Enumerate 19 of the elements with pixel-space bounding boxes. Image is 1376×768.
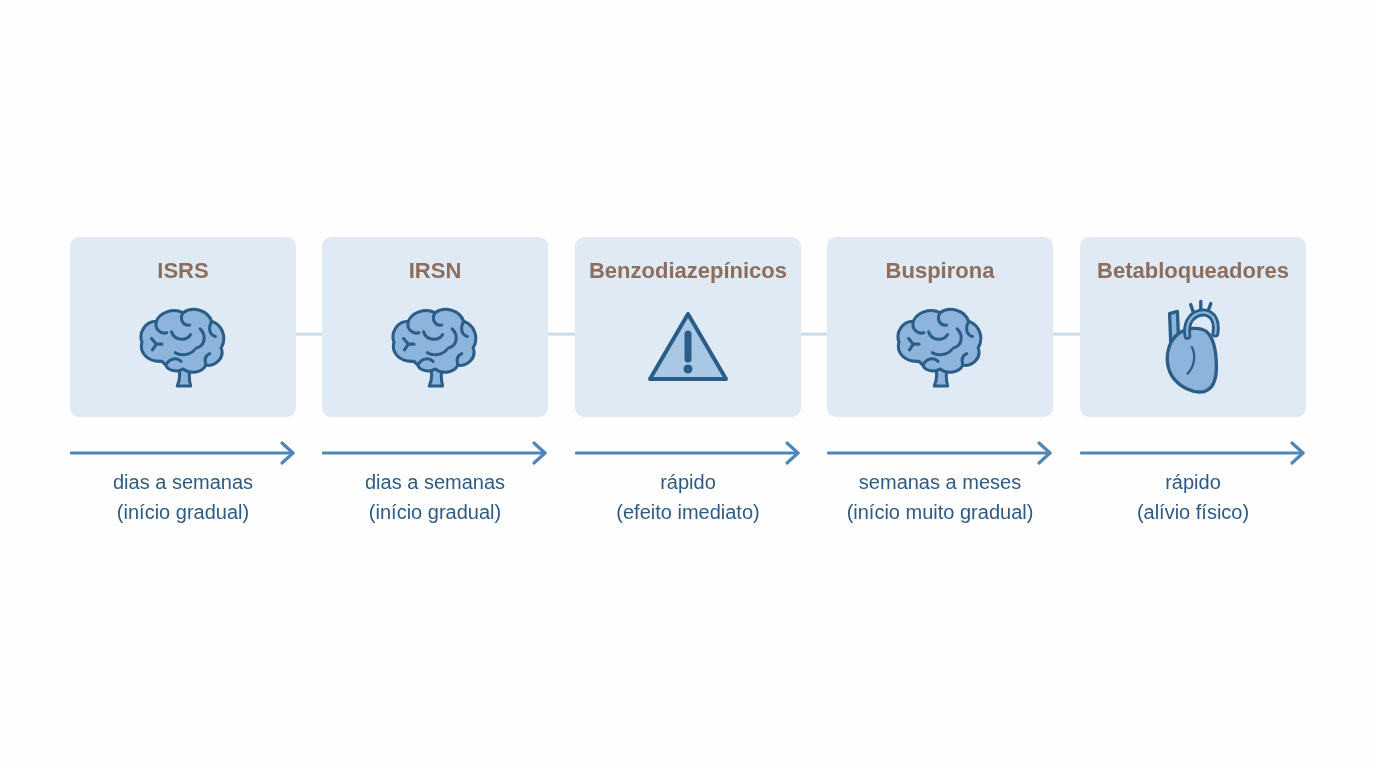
category-card — [827, 237, 1053, 417]
card-title: Buspirona — [885, 258, 995, 284]
card-title: Betabloqueadores — [1097, 258, 1289, 284]
connector-line — [801, 332, 827, 336]
connector-line — [1053, 332, 1080, 336]
card-title: IRSN — [408, 258, 462, 284]
category-card — [322, 237, 548, 417]
connector-line — [548, 332, 575, 336]
duration-text: rápido (efeito imediato) — [616, 470, 760, 525]
duration-text: rápido (alívio físico) — [1136, 470, 1250, 525]
category-card — [70, 237, 296, 417]
duration-text: dias a semanas (início gradual) — [364, 470, 506, 525]
card-title: ISRS — [157, 258, 209, 284]
card-title: Benzodiazepínicos — [589, 258, 787, 284]
connector-line — [296, 332, 322, 336]
category-card — [575, 237, 801, 417]
category-card — [1080, 237, 1306, 417]
duration-text: dias a semanas (início gradual) — [112, 470, 254, 525]
duration-text: semanas a meses (início muito gradual) — [846, 470, 1034, 525]
